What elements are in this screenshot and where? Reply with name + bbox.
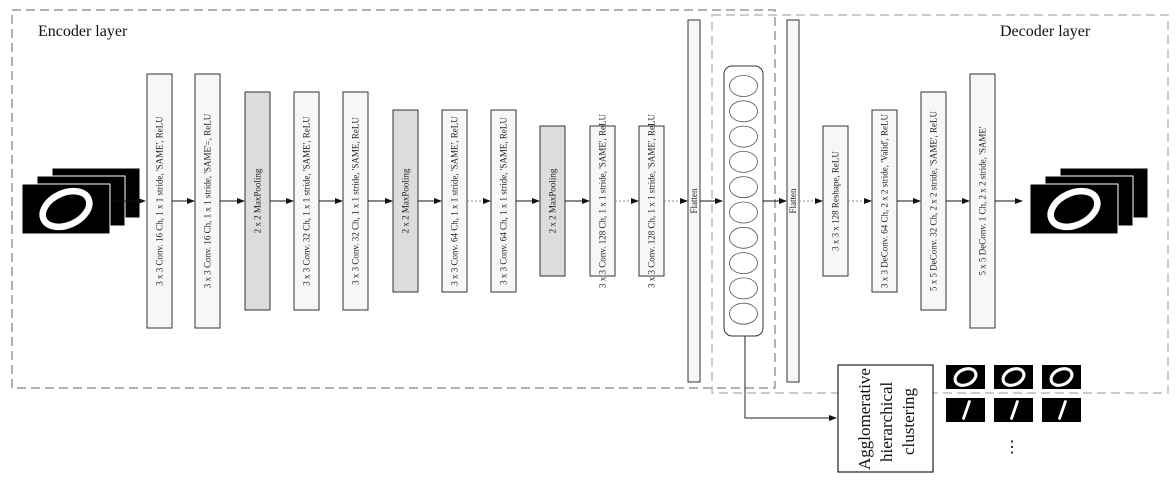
clustering-line-3: clustering bbox=[899, 387, 918, 455]
output-images bbox=[1029, 167, 1149, 235]
encoder-layer-11-label: 3 x 3 Conv. 128 Ch, 1 x 1 stride, 'SAME'… bbox=[647, 114, 657, 288]
cluster-2-sample-3 bbox=[1042, 398, 1081, 422]
encoder-region bbox=[11, 9, 776, 389]
latent-unit bbox=[729, 100, 758, 123]
encoder-layer-8: 3 x 3 Conv. 64 Ch, 1 x 1 stride, 'SAME, … bbox=[490, 109, 517, 293]
image-front bbox=[21, 183, 111, 235]
encoder-layer-11: 3 x 3 Conv. 128 Ch, 1 x 1 stride, 'SAME'… bbox=[638, 114, 665, 288]
encoder-layer-2-label: 3 x 3 Conv. 16 Ch, 1 x 1 stride, 'SAME'=… bbox=[203, 113, 213, 288]
encoder-layer-2: 3 x 3 Conv. 16 Ch, 1 x 1 stride, 'SAME'=… bbox=[194, 73, 221, 329]
encoder-layer-1: 3 x 3 Conv. 16 Ch, 1 x 1 stride, 'SAME',… bbox=[146, 73, 173, 329]
encoder-layer-7-label: 3 x 3 Conv. 64 Ch, 1 x 1 stride, 'SAME',… bbox=[450, 116, 460, 286]
latent-unit bbox=[729, 226, 758, 249]
decoder-region bbox=[711, 14, 1169, 394]
encoder-layer-1-label: 3 x 3 Conv. 16 Ch, 1 x 1 stride, 'SAME',… bbox=[155, 116, 165, 286]
encoder-layer-4: 3 x 3 Conv. 32 Ch, 1 x 1 stride, 'SAME',… bbox=[293, 91, 320, 311]
latent-unit bbox=[729, 125, 758, 148]
cluster-2-sample-2 bbox=[994, 398, 1033, 422]
decoder-layer-3: 5 x 5 DeConv. 32 Ch, 2 x 2 stride, 'SAME… bbox=[920, 91, 947, 311]
encoder-title: Encoder layer bbox=[38, 23, 128, 40]
encoder-flatten: Flatten bbox=[687, 19, 701, 383]
decoder-layer-1-label: 3 x 3 x 128 Reshape, ReLU bbox=[831, 151, 841, 251]
encoder-layer-10: 3 x 3 Conv. 128 Ch, 1 x 1 stride, 'SAME'… bbox=[589, 114, 616, 288]
encoder-layer-4-label: 3 x 3 Conv. 32 Ch, 1 x 1 stride, 'SAME',… bbox=[302, 116, 312, 286]
encoder-layer-9: 2 x 2 MaxPooling bbox=[539, 125, 566, 277]
latent-unit bbox=[729, 302, 758, 325]
ellipsis: ⋮ bbox=[1004, 439, 1020, 456]
clustering-line-2: hierarchical bbox=[877, 382, 896, 462]
encoder-layer-9-label: 2 x 2 MaxPooling bbox=[548, 168, 558, 233]
arrow-to-clustering bbox=[744, 336, 837, 421]
latent-unit bbox=[729, 252, 758, 275]
decoder-title: Decoder layer bbox=[1000, 23, 1091, 40]
decoder-layer-4-label: 5 x 5 DeConv. 1 Ch, 2 x 2 stride, 'SAME' bbox=[978, 126, 988, 275]
encoder-layer-5: 3 x 3 Conv. 32 Ch, 1 x 1 stride, 'SAME, … bbox=[342, 91, 369, 311]
latent-unit bbox=[729, 277, 758, 300]
decoder-flatten: Flatten bbox=[786, 19, 800, 383]
cluster-1-sample-2 bbox=[994, 365, 1033, 389]
encoder-layer-3: 2 x 2 MaxPooling bbox=[244, 91, 271, 311]
input-images bbox=[21, 167, 141, 235]
encoder-layer-6-label: 2 x 2 MaxPooling bbox=[401, 168, 411, 233]
decoder-flatten-label: Flatten bbox=[788, 188, 798, 213]
cluster-1-sample-3 bbox=[1042, 365, 1081, 389]
encoder-layer-5-label: 3 x 3 Conv. 32 Ch, 1 x 1 stride, 'SAME, … bbox=[351, 117, 361, 285]
clustering-line-1: Agglomerative bbox=[855, 368, 874, 470]
latent-unit bbox=[729, 150, 758, 173]
latent-unit bbox=[729, 75, 758, 97]
decoder-layer-4: 5 x 5 DeConv. 1 Ch, 2 x 2 stride, 'SAME' bbox=[969, 73, 996, 329]
encoder-layer-7: 3 x 3 Conv. 64 Ch, 1 x 1 stride, 'SAME',… bbox=[441, 109, 468, 293]
decoder-layer-2: 3 x 3 DeConv. 64 Ch, 2 x 2 stride, 'Vali… bbox=[871, 109, 898, 293]
latent-vector bbox=[723, 65, 764, 337]
decoder-layer-3-label: 5 x 5 DeConv. 32 Ch, 2 x 2 stride, 'SAME… bbox=[929, 111, 939, 291]
encoder-layer-8-label: 3 x 3 Conv. 64 Ch, 1 x 1 stride, 'SAME, … bbox=[499, 117, 509, 285]
image-front bbox=[1029, 183, 1119, 235]
decoder-layer-2-label: 3 x 3 DeConv. 64 Ch, 2 x 2 stride, 'Vali… bbox=[880, 114, 890, 288]
decoder-layer-1: 3 x 3 x 128 Reshape, ReLU bbox=[822, 125, 849, 277]
cluster-1-sample-1 bbox=[946, 365, 985, 389]
cluster-2-sample-1 bbox=[946, 398, 985, 422]
encoder-layer-10-label: 3 x 3 Conv. 128 Ch, 1 x 1 stride, 'SAME'… bbox=[598, 114, 608, 288]
latent-unit bbox=[729, 201, 758, 224]
encoder-flatten-label: Flatten bbox=[689, 188, 699, 213]
encoder-layer-3-label: 2 x 2 MaxPooling bbox=[253, 168, 263, 233]
latent-unit bbox=[729, 176, 758, 199]
clustering-box: Agglomerative hierarchical clustering bbox=[837, 364, 934, 473]
encoder-layer-6: 2 x 2 MaxPooling bbox=[392, 109, 419, 293]
